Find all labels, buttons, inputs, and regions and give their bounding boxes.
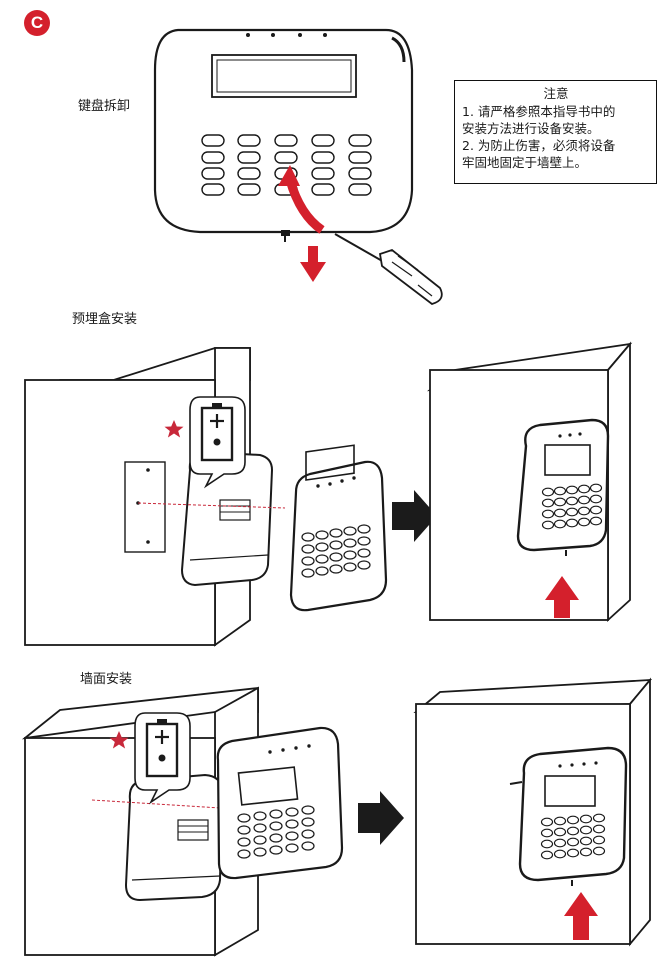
arrow-right-icon xyxy=(392,490,437,542)
star-icon xyxy=(164,420,184,438)
back-plate-surface xyxy=(124,773,224,902)
caution-note: 注意 1. 请严格参照本指导书中的 安装方法进行设备安装。 2. 为防止伤害，必… xyxy=(454,80,657,184)
label-keypad-removal: 键盘拆卸 xyxy=(78,99,131,114)
curved-lift-arrow xyxy=(278,165,325,234)
label-wall-install: 墙面安装 xyxy=(80,672,133,687)
arrow-down-icon xyxy=(300,246,326,282)
wall-right-box xyxy=(427,341,633,623)
keypad-front-view xyxy=(153,28,414,242)
keypad-front-tilted xyxy=(289,444,388,612)
battery-icon-2 xyxy=(145,719,179,778)
keypad-mounted-box xyxy=(516,418,610,556)
arrow-up-icon xyxy=(545,576,579,618)
note-line-1: 1. 请严格参照本指导书中的 xyxy=(462,104,616,119)
star-icon-2 xyxy=(109,731,129,749)
arrow-right-icon-2 xyxy=(358,791,404,845)
note-title: 注意 xyxy=(543,86,569,101)
keypad-mounted-surface xyxy=(509,746,628,886)
note-line-3: 2. 为防止伤害，必须将设备 xyxy=(462,138,616,153)
battery-icon xyxy=(200,403,234,462)
screwdriver-icon xyxy=(334,233,443,305)
keypad-front-tilted-2 xyxy=(216,726,344,880)
note-line-2: 安装方法进行设备安装。 xyxy=(462,121,600,136)
label-box-install: 预埋盒安装 xyxy=(72,312,138,327)
step-badge: C xyxy=(24,10,50,36)
note-line-4: 牢固地固定于墙壁上。 xyxy=(462,155,588,170)
arrow-up-icon-2 xyxy=(564,892,598,940)
